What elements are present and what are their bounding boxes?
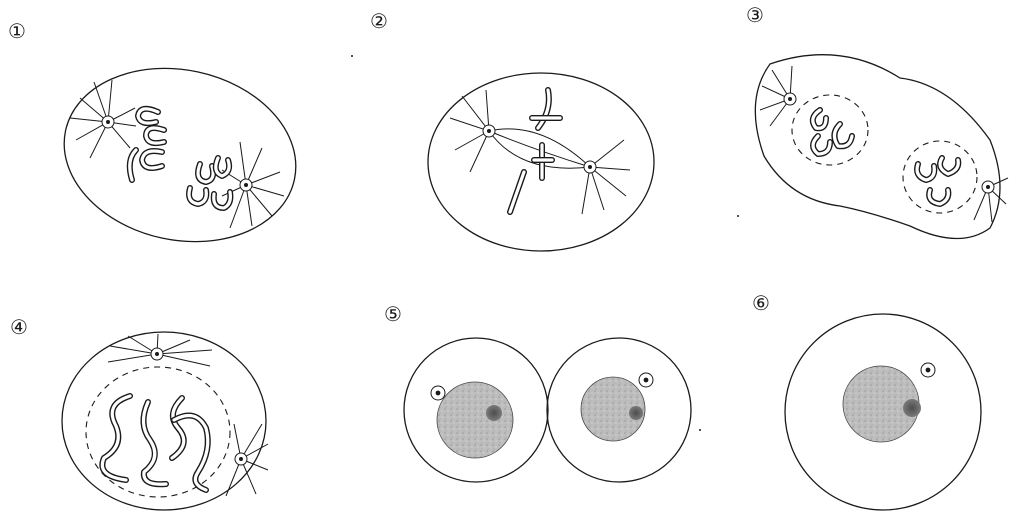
stage-label-3: ③ (746, 3, 764, 27)
cell-6-nucleolus (903, 399, 921, 417)
speck (699, 429, 701, 431)
cell-5-daughter-cells (404, 338, 691, 482)
cell-3-nuclear-envelope-left (792, 95, 868, 165)
cell-3-membrane (755, 55, 1000, 239)
cell-3-chromosomes-right (917, 158, 958, 204)
cell-1-spindle-right (222, 142, 284, 228)
cell-4-prophase (62, 332, 268, 510)
cell-1-chromosomes-right (189, 158, 230, 208)
cell-1-anaphase (48, 48, 312, 263)
stage-label-1: ① (8, 19, 26, 43)
speck (737, 215, 739, 217)
cell-1-chromosomes-left (130, 109, 164, 180)
cell-1-membrane (48, 48, 312, 263)
cell-5-left-nucleus (437, 382, 513, 458)
stage-label-4: ④ (10, 315, 28, 339)
cell-3-telophase (755, 55, 1008, 239)
cell-5-right-nucleolus (629, 406, 643, 420)
stage-label-6: ⑥ (752, 291, 770, 315)
stage-label-2: ② (370, 9, 388, 33)
cell-6-interphase (785, 314, 981, 510)
cell-2-chromosomes (510, 90, 560, 212)
speck (351, 55, 353, 57)
cell-5-left-nucleolus (486, 405, 502, 421)
cell-4-chromosomes (102, 396, 207, 490)
cell-2-metaphase (428, 73, 654, 251)
stage-label-5: ⑤ (384, 302, 402, 326)
cell-3-chromosomes-left (813, 110, 852, 154)
